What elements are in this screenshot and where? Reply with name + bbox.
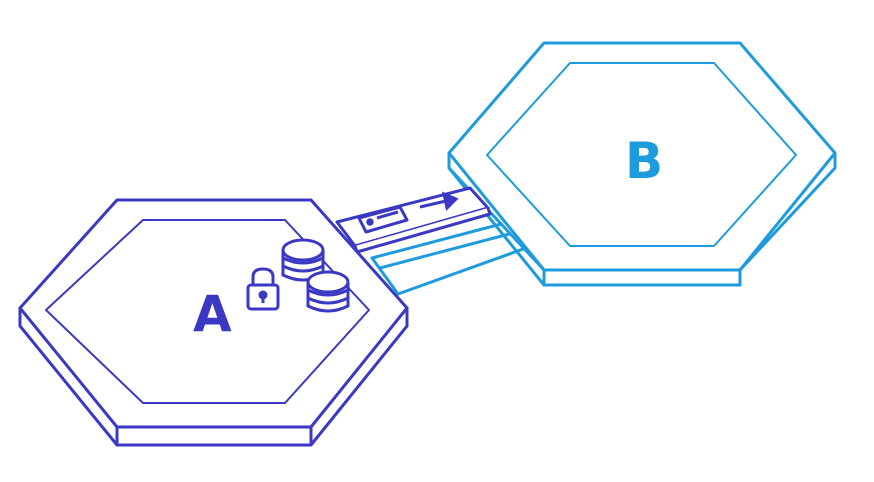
chain-a-label: A	[193, 285, 232, 343]
lock-icon	[246, 267, 280, 311]
arrow-right-icon	[419, 191, 459, 212]
token-card-icon	[357, 205, 409, 234]
coin-stack-icon	[281, 238, 325, 282]
coin-stack-icon	[306, 270, 350, 313]
chain-b-label: B	[625, 132, 663, 190]
chain-b-platform	[447, 41, 837, 287]
